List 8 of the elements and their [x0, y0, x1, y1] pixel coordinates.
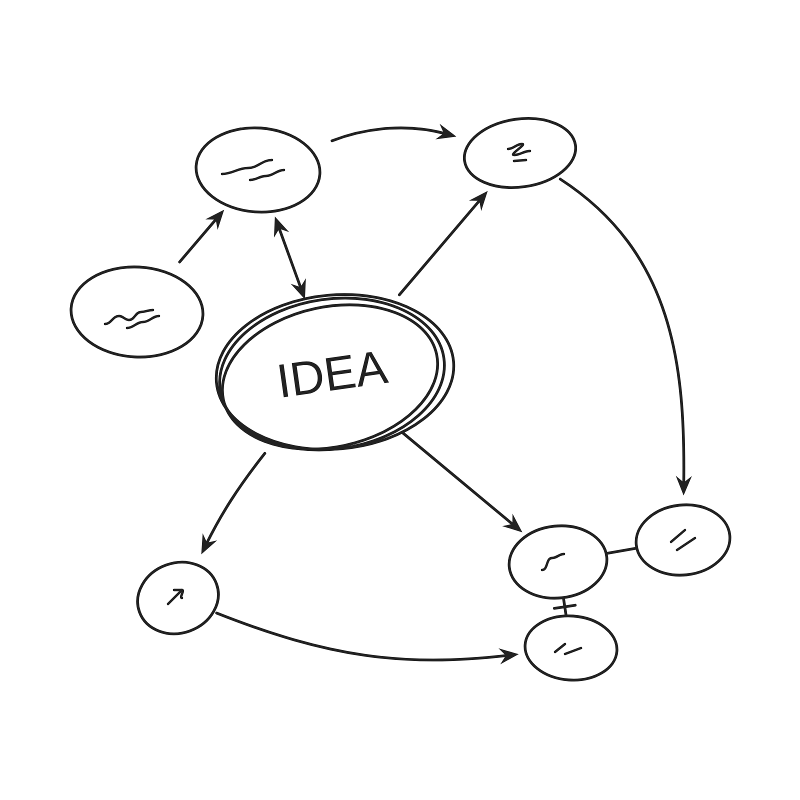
ellipse — [194, 126, 322, 214]
ellipse — [70, 266, 204, 358]
connector-line — [552, 598, 577, 616]
connector-line — [606, 546, 637, 555]
ellipse — [508, 524, 608, 600]
ellipse — [634, 503, 732, 577]
ellipse — [136, 560, 220, 636]
ellipse — [524, 614, 618, 682]
